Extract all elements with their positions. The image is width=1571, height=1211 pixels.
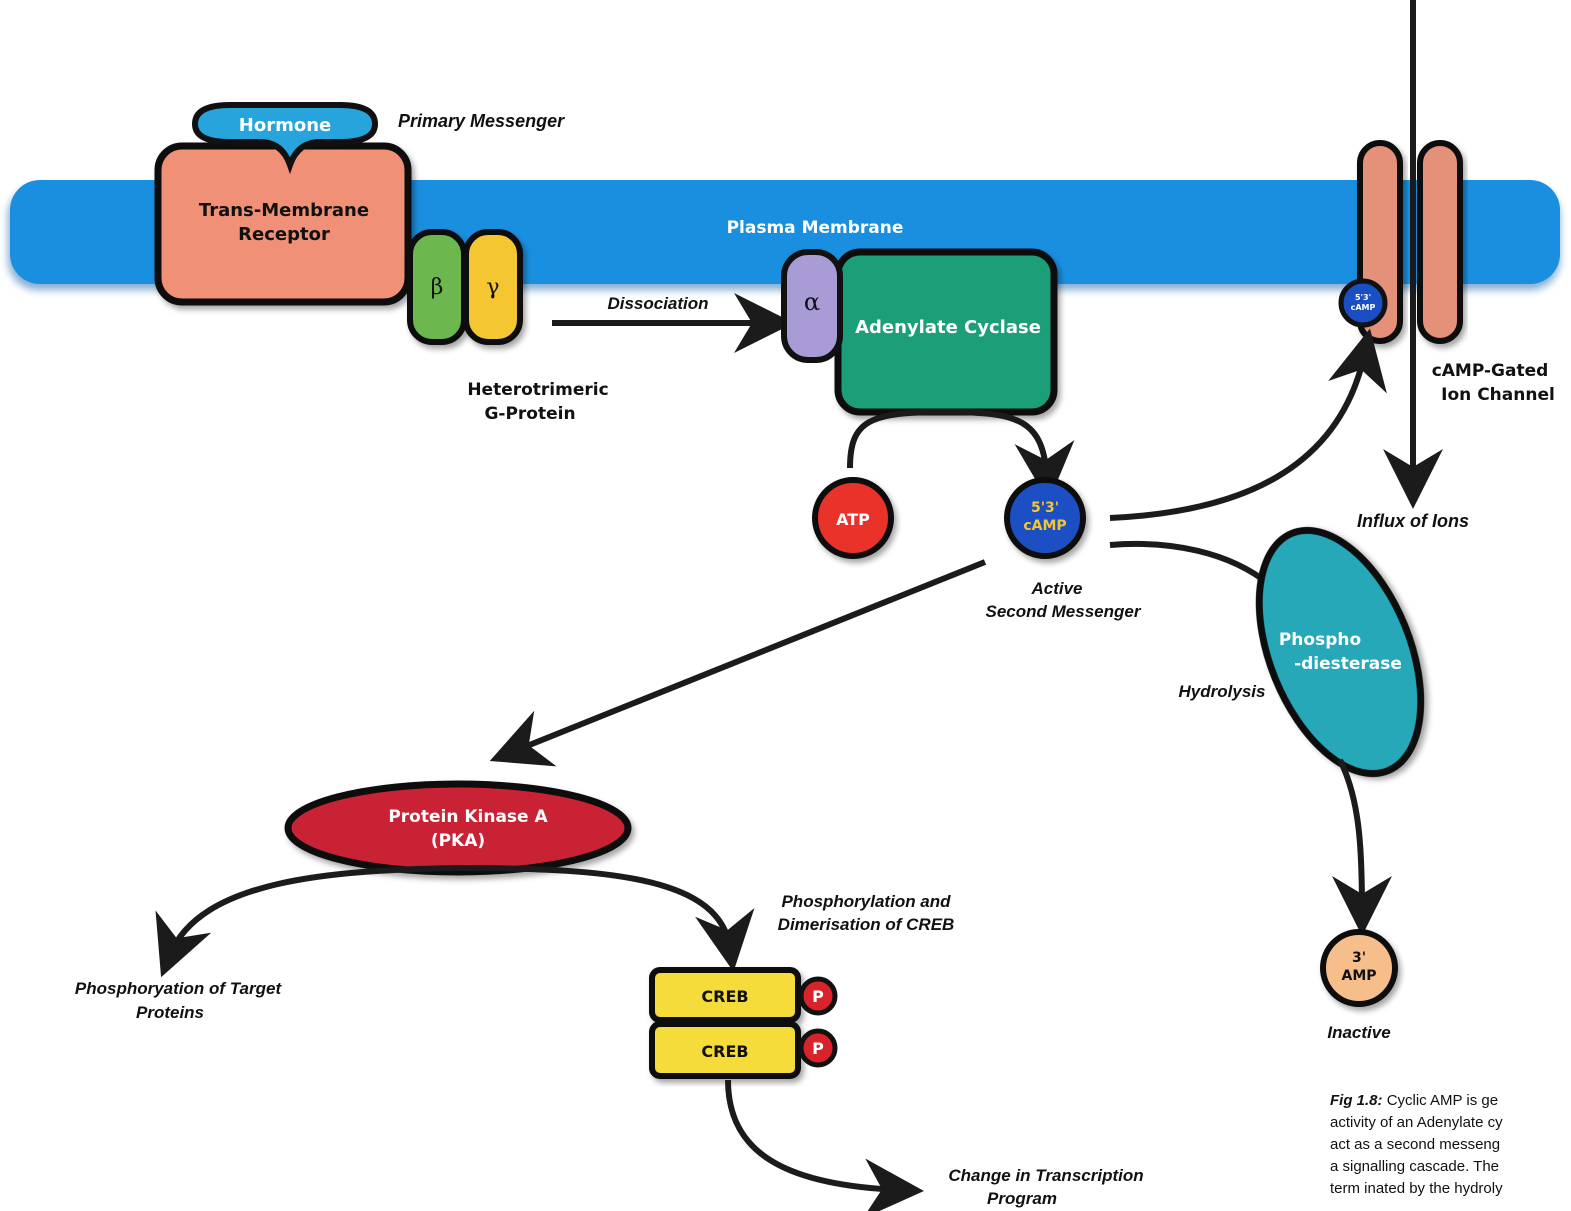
pde-label-2: -diesterase bbox=[1294, 654, 1402, 674]
camp-small-label-2: cAMP bbox=[1351, 303, 1376, 312]
camp-gated-ion-channel: 5'3' cAMP bbox=[1338, 140, 1463, 344]
g-protein-label-1: Heterotrimeric bbox=[467, 380, 608, 400]
adenylate-cyclase: α Adenylate Cyclase bbox=[781, 248, 1058, 416]
g-protein-beta-gamma: β γ bbox=[407, 229, 523, 345]
caption-line-4: a signalling cascade. The bbox=[1330, 1158, 1499, 1175]
amp-label-2: AMP bbox=[1341, 968, 1376, 984]
phosphate-top bbox=[798, 976, 838, 1016]
target-label-1: Phosphoryation of Target bbox=[75, 979, 283, 998]
creb-to-transcription-arrow bbox=[725, 1079, 924, 1211]
active-label-1: Active bbox=[1030, 579, 1082, 598]
caption-line-2: activity of an Adenylate cy bbox=[1330, 1114, 1503, 1131]
phosphate-top-label: P bbox=[812, 987, 824, 1006]
atp-to-camp-curve bbox=[847, 408, 1075, 502]
atp-label: ATP bbox=[836, 510, 870, 529]
target-label-2: Proteins bbox=[136, 1003, 204, 1022]
camp-to-channel-arrow bbox=[1109, 328, 1387, 521]
hormone-label: Hormone bbox=[239, 115, 331, 136]
camp-to-pka-arrow bbox=[489, 559, 987, 767]
figure-caption: Fig 1.8: Cyclic AMP is ge activity of an… bbox=[1330, 1090, 1570, 1211]
caption-line-3: act as a second messeng bbox=[1330, 1136, 1501, 1153]
camp-small-label-1: 5'3' bbox=[1355, 293, 1371, 302]
phosphate-bottom bbox=[798, 1028, 838, 1068]
amp-label-1: 3' bbox=[1352, 950, 1366, 966]
camp-label-1: 5'3' bbox=[1031, 500, 1059, 516]
caption-line-1-text: Cyclic AMP is ge bbox=[1386, 1092, 1499, 1109]
gamma-label: γ bbox=[486, 275, 499, 300]
dissociation-label: Dissociation bbox=[607, 294, 708, 313]
pde-label-1: Phospho bbox=[1279, 630, 1361, 650]
camp-molecule: 5'3' cAMP bbox=[1004, 477, 1086, 559]
amp-molecule: 3' AMP bbox=[1320, 929, 1398, 1007]
inactive-label: Inactive bbox=[1327, 1023, 1390, 1042]
pka-to-target-arrow bbox=[155, 865, 461, 978]
receptor-label-1: Trans-Membrane bbox=[199, 200, 369, 221]
influx-label: Influx of Ions bbox=[1357, 511, 1469, 531]
transcription-label-1: Change in Transcription bbox=[948, 1166, 1143, 1185]
alpha-label: α bbox=[804, 288, 820, 316]
protein-kinase-a: Protein Kinase A (PKA) bbox=[284, 780, 632, 876]
atp-molecule: ATP bbox=[812, 477, 894, 559]
phosphate-bottom-label: P bbox=[812, 1039, 824, 1058]
creb-bottom-label: CREB bbox=[701, 1042, 748, 1061]
caption-label: Fig 1.8: bbox=[1330, 1092, 1383, 1109]
beta-label: β bbox=[431, 275, 444, 300]
caption-line-5: term inated by the hydroly bbox=[1330, 1180, 1503, 1197]
pde-to-amp-arrow bbox=[1331, 758, 1392, 936]
ion-channel-label-2: Ion Channel bbox=[1441, 385, 1555, 405]
hydrolysis-label: Hydrolysis bbox=[1179, 682, 1266, 701]
camp-to-pde-curve bbox=[1109, 540, 1272, 588]
primary-messenger-label: Primary Messenger bbox=[398, 111, 565, 131]
ion-channel-label-1: cAMP-Gated bbox=[1432, 361, 1549, 381]
creb-dimer: CREB CREB P P bbox=[649, 967, 838, 1079]
adenylate-cyclase-label: Adenylate Cyclase bbox=[855, 317, 1041, 338]
plasma-membrane-label: Plasma Membrane bbox=[727, 218, 904, 238]
pka-label-2: (PKA) bbox=[431, 831, 485, 851]
caption-line-1: Fig 1.8: Cyclic AMP is ge bbox=[1330, 1090, 1570, 1112]
hormone: Hormone bbox=[191, 102, 379, 175]
phosphodiesterase: Phospho -diesterase bbox=[1255, 526, 1425, 778]
g-protein-label-2: G-Protein bbox=[484, 404, 575, 424]
pka-to-creb-arrow bbox=[459, 865, 755, 972]
camp-label-2: cAMP bbox=[1023, 518, 1066, 534]
transcription-label-2: Program bbox=[987, 1189, 1057, 1208]
receptor-label-2: Receptor bbox=[238, 224, 330, 245]
active-label-2: Second Messenger bbox=[986, 602, 1142, 621]
pka-label-1: Protein Kinase A bbox=[388, 807, 548, 827]
trans-membrane-receptor: Trans-Membrane Receptor bbox=[154, 142, 412, 306]
creb-phos-label-1: Phosphorylation and bbox=[781, 892, 951, 911]
creb-top-label: CREB bbox=[701, 987, 748, 1006]
creb-phos-label-2: Dimerisation of CREB bbox=[778, 915, 955, 934]
